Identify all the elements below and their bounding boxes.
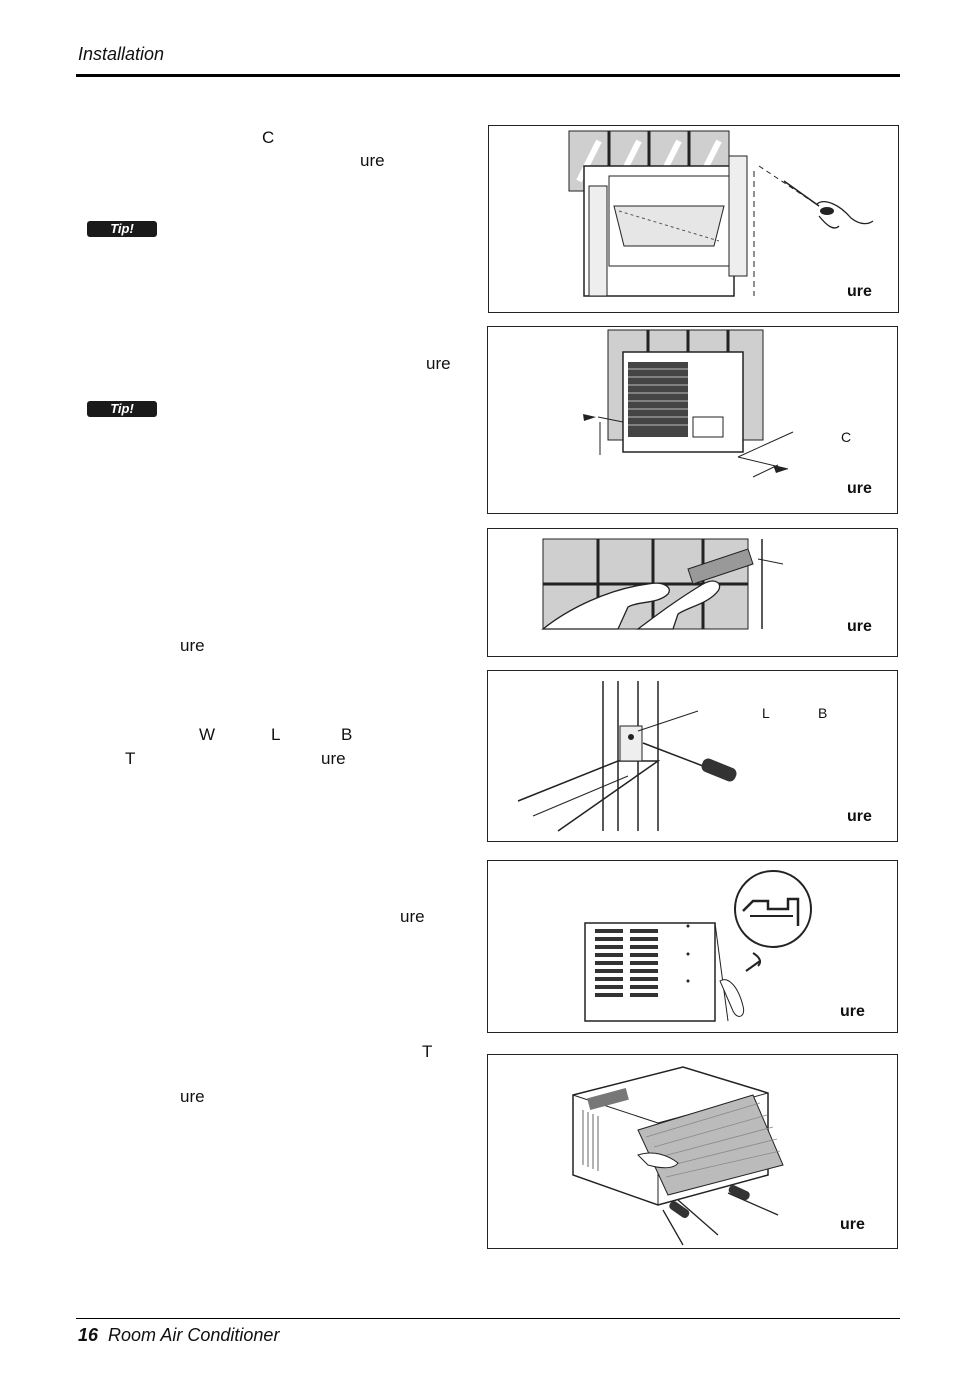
figure-label: ure bbox=[840, 1003, 865, 1020]
text-fragment: ure bbox=[426, 354, 451, 373]
header-divider bbox=[76, 74, 900, 77]
figure-front-grille: ure bbox=[487, 860, 898, 1033]
text-fragment: ure bbox=[360, 151, 385, 170]
figure-callout: L bbox=[762, 705, 770, 721]
figure-unit-in-window: C ure bbox=[487, 326, 898, 514]
figure-filter-removal: ure bbox=[487, 1054, 898, 1249]
illustration-filter bbox=[572, 1066, 784, 1246]
text-fragment: ure bbox=[400, 907, 425, 926]
figure-label: ure bbox=[847, 283, 872, 300]
footer-divider bbox=[76, 1318, 900, 1319]
text-fragment: B bbox=[341, 725, 353, 744]
text-fragment: ure bbox=[321, 749, 346, 768]
text-fragment: L bbox=[271, 725, 281, 744]
figure-label: ure bbox=[847, 808, 872, 825]
figure-label: ure bbox=[847, 618, 872, 635]
figure-label: ure bbox=[840, 1216, 865, 1233]
text-fragment: ure bbox=[180, 636, 205, 655]
page-number: 16 bbox=[78, 1325, 99, 1345]
text-fragment: W bbox=[199, 725, 216, 744]
tip-badge: Tip! bbox=[87, 401, 157, 417]
footer-title: Room Air Conditioner bbox=[108, 1325, 280, 1345]
illustration-bracket-screw bbox=[517, 681, 737, 832]
tip-badge: Tip! bbox=[87, 221, 157, 237]
page-header-title: Installation bbox=[78, 44, 165, 64]
text-fragment: C bbox=[262, 128, 275, 147]
illustration-hands-seal bbox=[541, 538, 784, 630]
text-fragment: ure bbox=[180, 1087, 205, 1106]
figure-label: ure bbox=[847, 480, 872, 497]
figure-callout: B bbox=[818, 705, 828, 721]
text-fragment: T bbox=[125, 749, 136, 768]
illustration-window-frame bbox=[568, 130, 874, 297]
illustration-unit-installed bbox=[583, 329, 794, 478]
text-fragment: T bbox=[422, 1042, 433, 1061]
figure-lock-bracket: L B ure bbox=[487, 670, 898, 842]
figure-callout: C bbox=[841, 429, 852, 445]
figure-window-frame-screwing: ure bbox=[488, 125, 899, 313]
figure-seal-strip: ure bbox=[487, 528, 898, 657]
illustration-grille bbox=[584, 870, 812, 1022]
page-footer: 16 Room Air Conditioner bbox=[78, 1325, 279, 1346]
